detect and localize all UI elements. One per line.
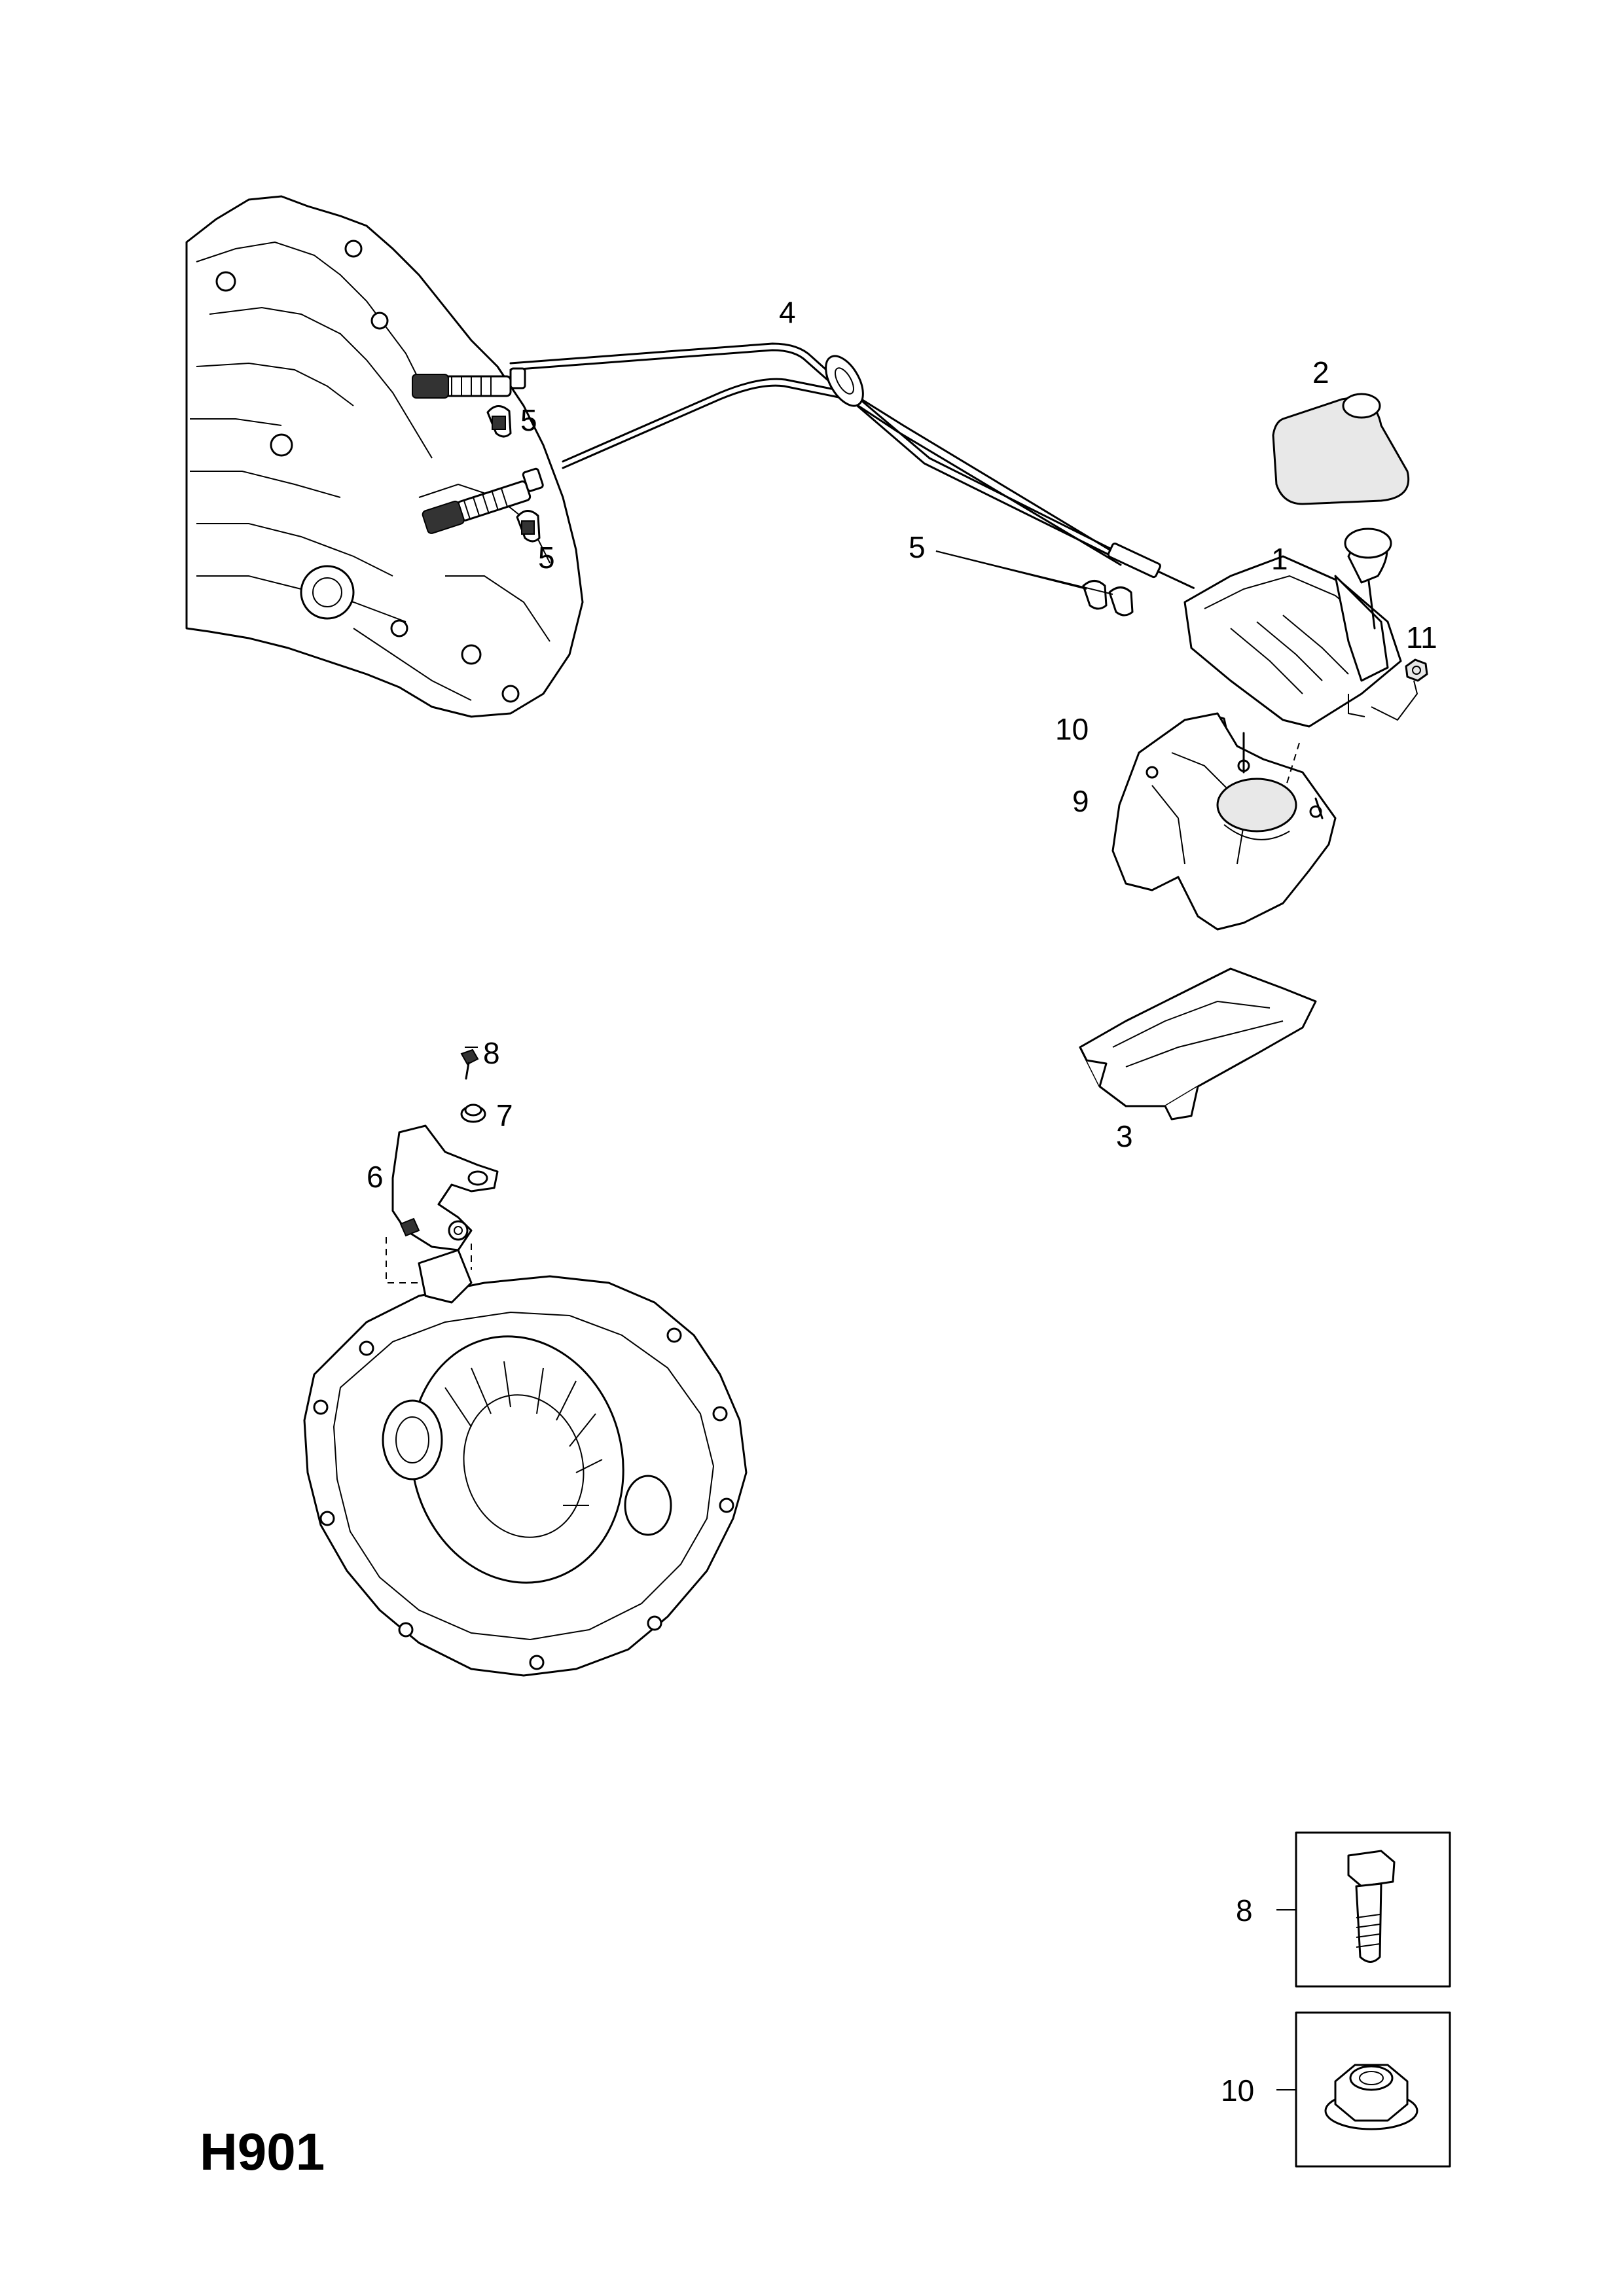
detail-label-nut: 10	[1221, 2073, 1254, 2108]
callout-6: 6	[367, 1160, 384, 1194]
detail-label-bolt: 8	[1236, 1893, 1253, 1928]
callout-11: 11	[1406, 620, 1437, 655]
gear-lever-gaiter	[1272, 393, 1410, 505]
callout-8: 8	[483, 1036, 500, 1070]
shifter-base-plate	[1079, 967, 1317, 1121]
callout-7: 7	[496, 1098, 513, 1132]
shifter-bracket	[1111, 712, 1337, 931]
callout-5-right: 5	[909, 530, 926, 564]
washer-7	[460, 1103, 486, 1123]
transmission-housing-top	[185, 195, 584, 718]
diagram-code: H901	[200, 2123, 325, 2181]
callout-5-lower: 5	[538, 541, 555, 575]
bolt-8	[460, 1049, 479, 1080]
retaining-clip-5-lower	[516, 510, 541, 543]
detail-box-bolt	[1276, 1831, 1451, 1988]
nut-11	[1405, 658, 1428, 682]
callout-1: 1	[1271, 542, 1288, 576]
callout-9: 9	[1072, 784, 1089, 818]
transmission-housing-bottom	[303, 1249, 748, 1677]
detail-box-nut	[1276, 2011, 1451, 2168]
callout-3: 3	[1116, 1119, 1133, 1153]
callout-10: 10	[1055, 712, 1089, 746]
retaining-clips-5-pair	[1082, 580, 1134, 617]
selector-bracket	[386, 1124, 499, 1283]
callout-5-upper: 5	[520, 403, 537, 437]
callout-4: 4	[779, 295, 796, 329]
retaining-clip-5-upper	[486, 405, 512, 438]
gear-shifter-assembly	[1183, 528, 1402, 728]
shift-cables	[412, 342, 1195, 589]
leader-lines	[465, 550, 1418, 1048]
callout-2: 2	[1312, 355, 1329, 389]
